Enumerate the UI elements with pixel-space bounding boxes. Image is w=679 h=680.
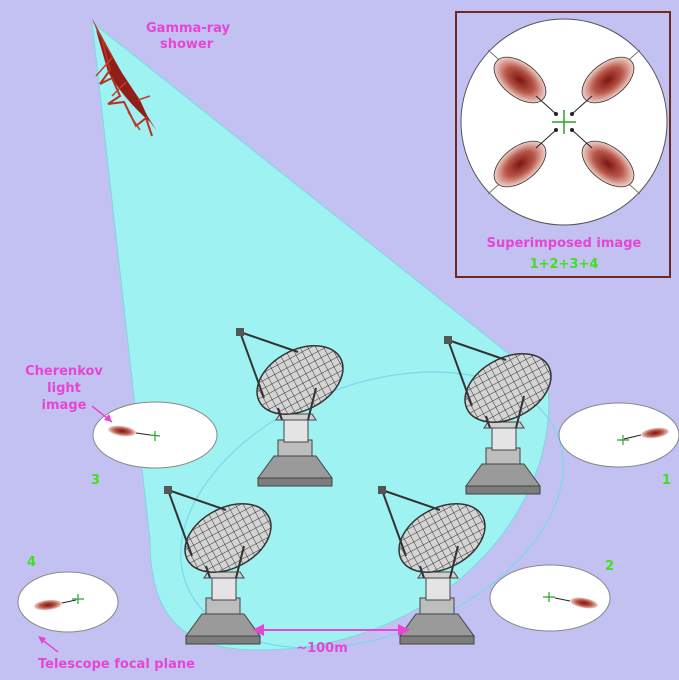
superimposed-label: Superimposed image <box>487 236 642 251</box>
focal-plane-label: Telescope focal plane <box>38 657 195 672</box>
shower-label-line1: Gamma-ray <box>146 21 230 36</box>
gamma-ray-shower <box>92 18 156 137</box>
telescope-number-2: 2 <box>605 559 614 574</box>
distance-arrow <box>252 624 410 636</box>
image-blob-2 <box>581 56 635 104</box>
source-position-cross <box>552 110 576 134</box>
distance-label: ~100m <box>296 641 348 656</box>
image-blob-3 <box>493 140 547 188</box>
telescope-number-3: 3 <box>91 473 100 488</box>
telescope-number-1: 1 <box>662 473 671 488</box>
focal-plane-1 <box>558 402 679 468</box>
cherenkov-label-line3: image <box>42 398 87 413</box>
focal-plane-4 <box>17 571 119 633</box>
sum-label: 1+2+3+4 <box>530 257 599 272</box>
cherenkov-label-line2: light <box>47 381 81 396</box>
shower-label-line2: shower <box>160 37 214 52</box>
image-blob-1 <box>493 56 547 104</box>
telescope-number-4: 4 <box>27 555 36 570</box>
focal-plane-3 <box>92 401 218 469</box>
cherenkov-light-cone <box>91 20 550 651</box>
image-blob-4 <box>581 140 635 188</box>
focal-plane-2 <box>489 564 611 632</box>
cherenkov-label-line1: Cherenkov <box>25 364 103 379</box>
superimposed-inset: Superimposed image 1+2+3+4 <box>455 11 671 278</box>
